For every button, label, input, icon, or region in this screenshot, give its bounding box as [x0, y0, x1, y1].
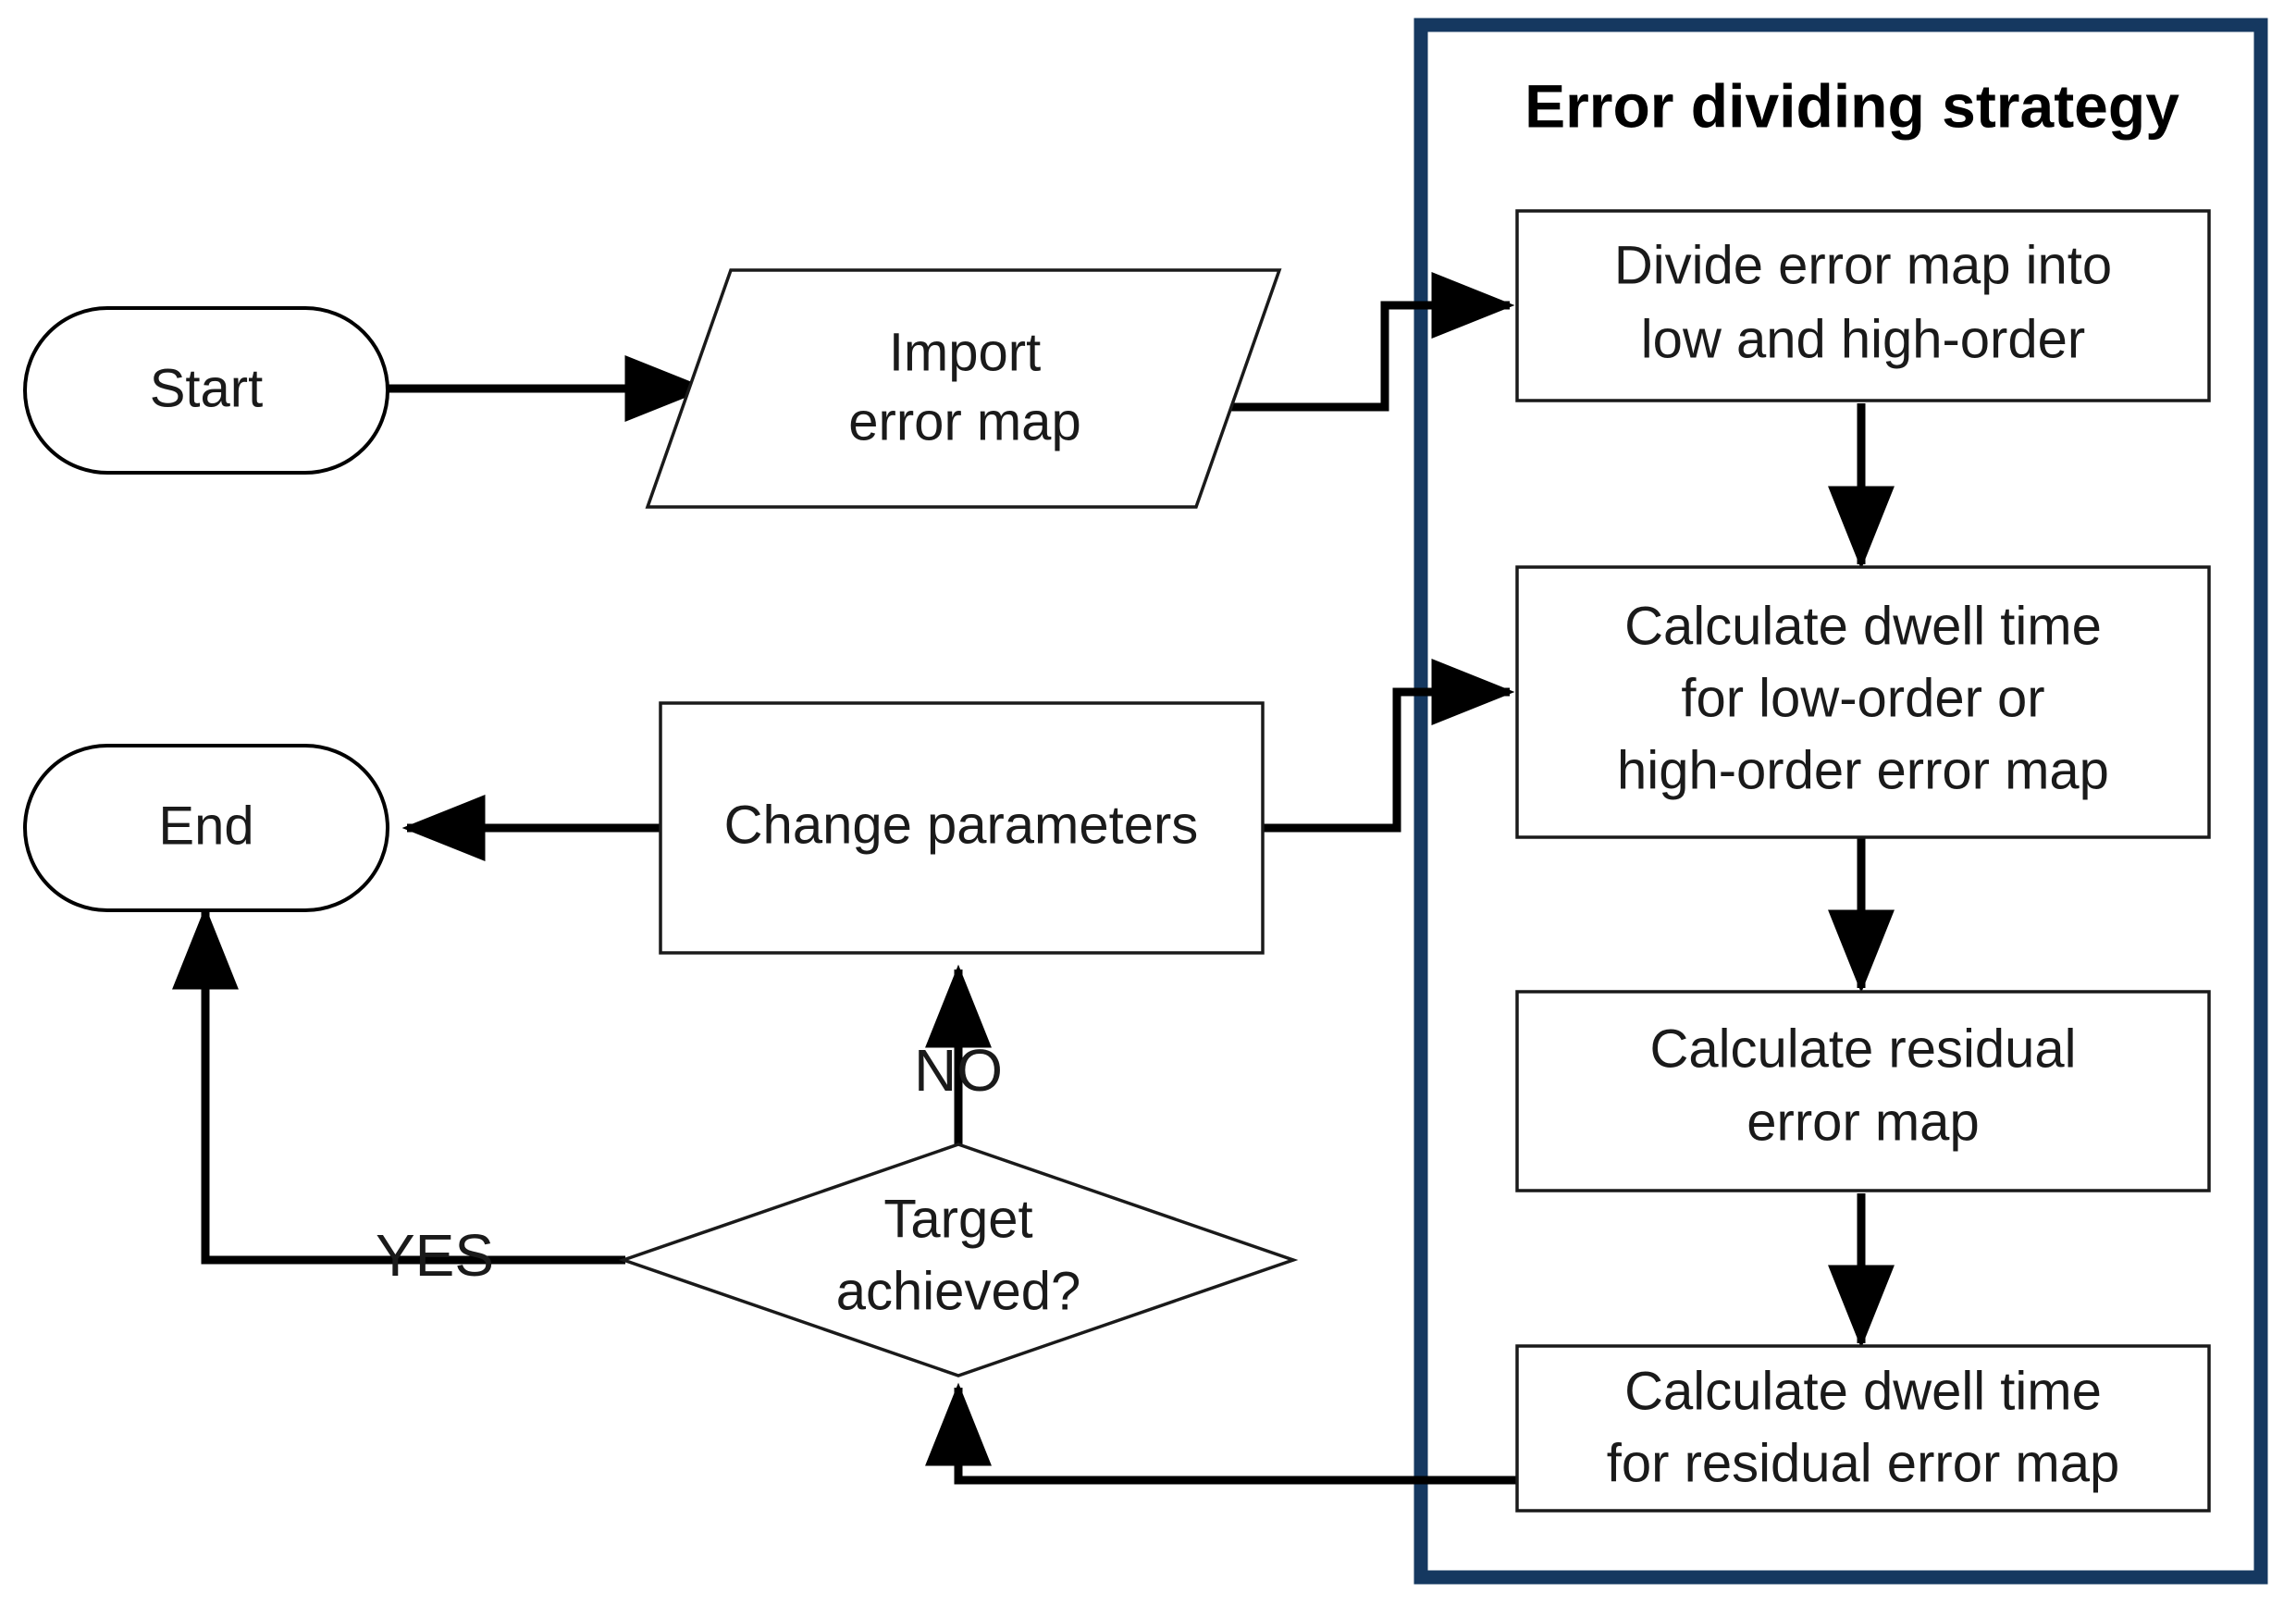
node-change-parameters-label: Change parameters — [724, 795, 1199, 855]
node-calc-dwell-residual-label-line2: for residual error map — [1607, 1433, 2119, 1493]
panel-title: Error dividing strategy — [1524, 71, 2179, 140]
node-decision-target-achieved-diamond[interactable] — [618, 1142, 1299, 1377]
node-change-parameters[interactable] — [659, 701, 1265, 955]
node-calc-residual-error-map[interactable] — [1515, 990, 2211, 1192]
node-divide-label-line1: Divide error map into — [1614, 235, 2112, 295]
node-import-label-line2: error map — [848, 391, 1080, 451]
node-decision-label-line2: achieved? — [836, 1261, 1080, 1321]
edge-calc-dwell-residual-to-decision — [925, 1382, 1517, 1485]
node-import-error-map[interactable] — [645, 268, 1282, 509]
node-calc-dwell-time-order[interactable] — [1515, 565, 2211, 839]
edge-change-parameters-to-calc-dwell-order — [1260, 659, 1515, 833]
edge-import-to-divide — [1203, 272, 1515, 412]
node-calc-dwell-residual-label-line1: Calculate dwell time — [1624, 1361, 2102, 1421]
node-calc-dwell-order-label-line3: high-order error map — [1617, 740, 2109, 800]
node-divide-label-line2: low and high-order — [1641, 309, 2085, 369]
node-calc-dwell-order-label-line1: Calculate dwell time — [1624, 596, 2102, 656]
node-calc-dwell-time-residual[interactable] — [1515, 1344, 2211, 1513]
node-end[interactable] — [23, 744, 389, 912]
edge-label-no: NO — [914, 1037, 1003, 1104]
node-divide-error-map[interactable] — [1515, 209, 2211, 402]
node-calc-residual-label-line2: error map — [1747, 1092, 1979, 1152]
edge-decision-yes-to-end — [172, 906, 625, 1265]
node-start[interactable] — [23, 306, 389, 475]
node-calc-residual-label-line1: Calculate residual — [1649, 1019, 2076, 1079]
node-start-label: Start — [150, 358, 264, 418]
error-dividing-strategy-panel — [1413, 18, 2268, 1585]
node-end-label: End — [158, 796, 253, 856]
node-import-label-line1: Import — [889, 322, 1041, 382]
node-decision-label-line1: Target — [883, 1189, 1032, 1249]
edge-label-yes: YES — [376, 1222, 494, 1289]
node-calc-dwell-order-label-line2: for low-order or — [1681, 668, 2044, 728]
